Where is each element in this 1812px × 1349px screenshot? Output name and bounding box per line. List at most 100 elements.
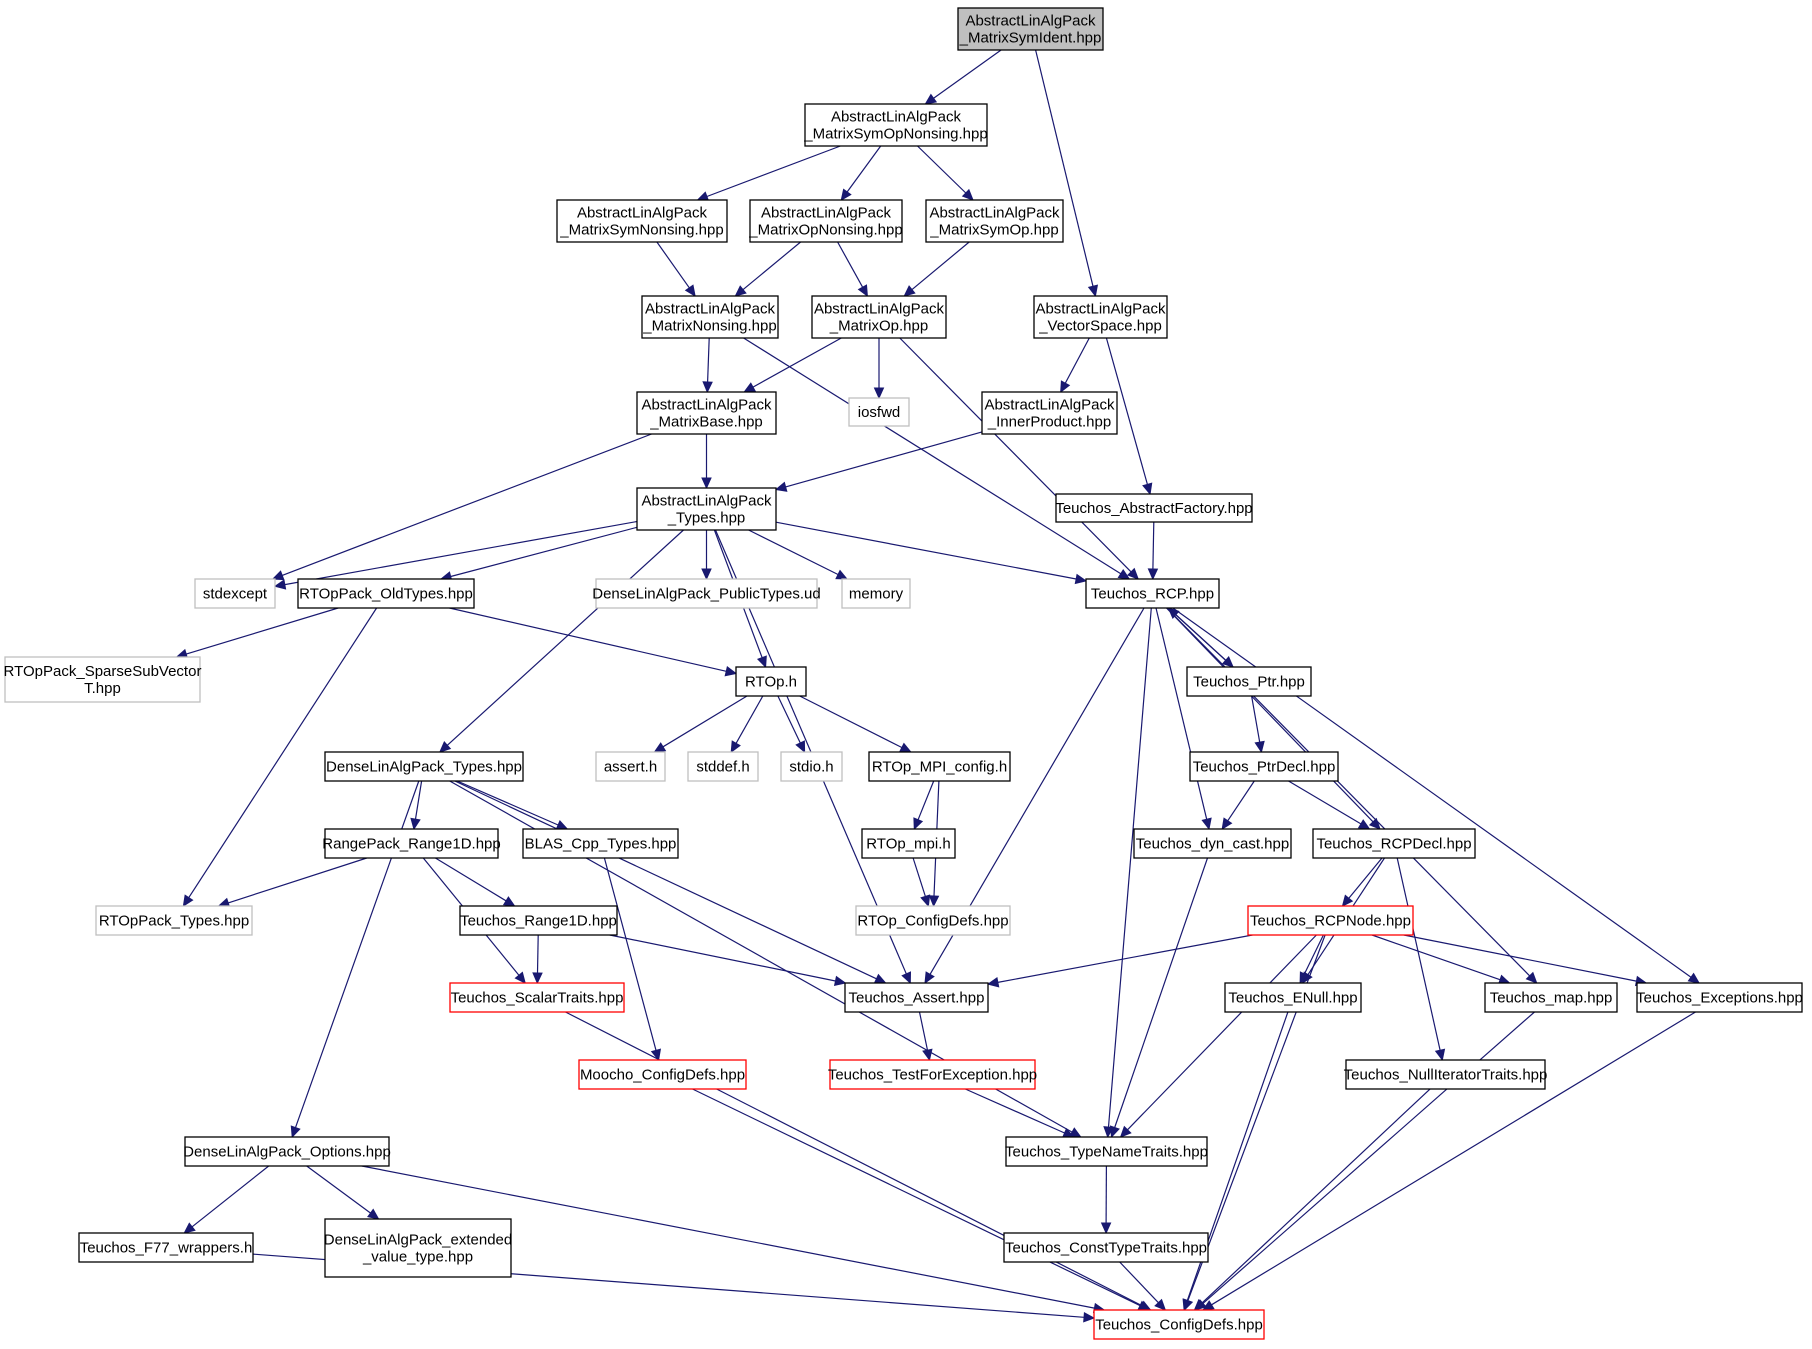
edge-arrowhead <box>701 568 712 581</box>
node-label-line: Teuchos_NullIteratorTraits.hpp <box>1344 1067 1548 1084</box>
node-abstractfactory[interactable]: Teuchos_AbstractFactory.hpp <box>1055 493 1253 523</box>
node-scalartraits[interactable]: Teuchos_ScalarTraits.hpp <box>449 982 625 1013</box>
edge-line <box>912 857 926 897</box>
edge-arrowhead <box>924 93 938 105</box>
edge-line <box>1114 857 1209 1128</box>
node-teuchosrange[interactable]: Teuchos_Range1D.hpp <box>459 905 618 936</box>
edge-arrowhead <box>183 1222 196 1234</box>
node-nulliter[interactable]: Teuchos_NullIteratorTraits.hpp <box>1344 1059 1548 1090</box>
edge-nonsing-to-matrixbase <box>702 337 713 394</box>
node-label-line: AbstractLinAlgPack <box>965 13 1096 30</box>
node-box <box>780 751 843 782</box>
edge-arrowhead <box>1117 568 1131 580</box>
node-rtopmpi[interactable]: RTOp_mpi.h <box>861 828 956 859</box>
edge-arrowhead <box>840 188 852 201</box>
edge-denselintypes-to-rangepack <box>410 780 423 831</box>
node-rangepack[interactable]: RangePack_Range1D.hpp <box>322 828 501 859</box>
node-rcp[interactable]: Teuchos_RCP.hpp <box>1085 578 1220 609</box>
node-label-line: AbstractLinAlgPack <box>761 205 892 222</box>
node-symopnonsing[interactable]: AbstractLinAlgPack_MatrixSymOpNonsing.hp… <box>803 103 988 147</box>
edge-teuchosrange-to-scalartraits <box>532 934 543 985</box>
node-label-line: BLAS_Cpp_Types.hpp <box>525 836 677 853</box>
node-denselintypes[interactable]: DenseLinAlgPack_Types.hpp <box>324 751 524 782</box>
edge-line <box>456 780 559 826</box>
node-f77[interactable]: Teuchos_F77_wrappers.h <box>78 1232 254 1263</box>
node-stdexcept[interactable]: stdexcept <box>194 578 276 609</box>
edge-line <box>1403 934 1637 982</box>
node-consttype[interactable]: Teuchos_ConstTypeTraits.hpp <box>1003 1232 1209 1263</box>
node-ptr[interactable]: Teuchos_Ptr.hpp <box>1186 666 1312 697</box>
node-label-line: iosfwd <box>858 404 901 421</box>
edge-arrowhead <box>924 971 935 985</box>
node-moochoconfig[interactable]: Moocho_ConfigDefs.hpp <box>578 1059 747 1090</box>
node-iosfwd[interactable]: iosfwd <box>848 397 910 427</box>
node-matrixop[interactable]: AbstractLinAlgPack_MatrixOp.hpp <box>811 295 947 339</box>
edge-line <box>1166 607 1374 823</box>
edge-line <box>454 780 877 980</box>
edge-arrowhead <box>273 579 287 590</box>
edge-root-to-vectorspace <box>1035 49 1099 298</box>
node-nonsing[interactable]: AbstractLinAlgPack_MatrixNonsing.hpp <box>641 295 779 339</box>
node-testforexc[interactable]: Teuchos_TestForException.hpp <box>828 1059 1037 1090</box>
node-types[interactable]: AbstractLinAlgPack_Types.hpp <box>636 487 777 531</box>
node-rtoppacktypes[interactable]: RTOpPack_Types.hpp <box>95 905 253 936</box>
node-mpiconfig[interactable]: RTOp_MPI_config.h <box>868 751 1011 782</box>
node-oldtypes[interactable]: RTOpPack_OldTypes.hpp <box>297 578 475 609</box>
node-label-line: AbstractLinAlgPack <box>814 301 945 318</box>
edge-arrowhead <box>1201 1300 1215 1311</box>
node-rtopconfig[interactable]: RTOp_ConfigDefs.hpp <box>855 905 1011 936</box>
edge-arrowhead <box>734 285 747 297</box>
node-ptrdecl[interactable]: Teuchos_PtrDecl.hpp <box>1189 751 1339 782</box>
node-label-line: AbstractLinAlgPack <box>577 205 708 222</box>
node-rcpdecl[interactable]: Teuchos_RCPDecl.hpp <box>1312 828 1476 859</box>
node-label-line: DenseLinAlgPack_PublicTypes.ud <box>592 586 820 603</box>
node-stddef[interactable]: stddef.h <box>687 751 759 782</box>
node-options[interactable]: DenseLinAlgPack_Options.hpp <box>183 1136 391 1167</box>
node-box <box>95 905 253 936</box>
node-assert_h[interactable]: assert.h <box>595 751 666 782</box>
node-vectorspace[interactable]: AbstractLinAlgPack_VectorSpace.hpp <box>1033 295 1168 339</box>
node-enull[interactable]: Teuchos_ENull.hpp <box>1224 982 1362 1013</box>
edge-line <box>1371 934 1501 981</box>
node-label-line: RTOp_MPI_config.h <box>872 759 1007 776</box>
node-stdio[interactable]: stdio.h <box>780 751 843 782</box>
node-root[interactable]: AbstractLinAlgPack_MatrixSymIdent.hpp <box>957 7 1104 51</box>
node-blas[interactable]: BLAS_Cpp_Types.hpp <box>522 828 679 859</box>
edge-ptrdecl-to-dyncast <box>1221 780 1255 831</box>
node-rcpnode[interactable]: Teuchos_RCPNode.hpp <box>1247 905 1414 936</box>
node-label-line: AbstractLinAlgPack <box>641 397 772 414</box>
node-matrixbase[interactable]: AbstractLinAlgPack_MatrixBase.hpp <box>636 391 777 435</box>
node-label-line: Moocho_ConfigDefs.hpp <box>580 1067 745 1084</box>
node-typenametraits[interactable]: Teuchos_TypeNameTraits.hpp <box>1005 1136 1208 1167</box>
node-symnonsing[interactable]: AbstractLinAlgPack_MatrixSymNonsing.hpp <box>556 199 728 243</box>
node-box <box>848 397 910 427</box>
node-opnonsing[interactable]: AbstractLinAlgPack_MatrixOpNonsing.hpp <box>748 199 903 243</box>
node-tassert[interactable]: Teuchos_Assert.hpp <box>844 982 989 1013</box>
edge-line <box>1288 780 1362 825</box>
node-memory[interactable]: memory <box>841 578 911 609</box>
node-tmap[interactable]: Teuchos_map.hpp <box>1484 982 1618 1013</box>
node-box <box>522 828 679 859</box>
edge-line <box>748 529 839 576</box>
node-innerproduct[interactable]: AbstractLinAlgPack_InnerProduct.hpp <box>981 391 1118 435</box>
node-publictypes[interactable]: DenseLinAlgPack_PublicTypes.ud <box>592 578 821 609</box>
edge-line <box>917 780 935 820</box>
edge-rcp-to-rcpdecl <box>1166 607 1381 830</box>
node-configdefs[interactable]: Teuchos_ConfigDefs.hpp <box>1093 1309 1265 1340</box>
edge-arrowhead <box>1201 817 1212 831</box>
edge-arrowhead <box>835 569 848 580</box>
node-extended[interactable]: DenseLinAlgPack_extended_value_type.hpp <box>324 1218 512 1278</box>
node-label-line: T.hpp <box>84 680 121 697</box>
node-symop[interactable]: AbstractLinAlgPack_MatrixSymOp.hpp <box>925 199 1064 243</box>
node-box <box>595 751 666 782</box>
node-dyncast[interactable]: Teuchos_dyn_cast.hpp <box>1133 828 1292 859</box>
edge-line <box>228 857 367 904</box>
node-rtoph[interactable]: RTOp.h <box>735 666 807 697</box>
node-label-line: Teuchos_map.hpp <box>1490 990 1613 1007</box>
node-texceptions[interactable]: Teuchos_Exceptions.hpp <box>1636 982 1803 1013</box>
edge-line <box>692 1088 1141 1307</box>
node-box <box>855 905 1011 936</box>
node-label-line: DenseLinAlgPack_extended <box>324 1232 512 1249</box>
edge-rcpnode-to-texceptions <box>1403 934 1648 987</box>
